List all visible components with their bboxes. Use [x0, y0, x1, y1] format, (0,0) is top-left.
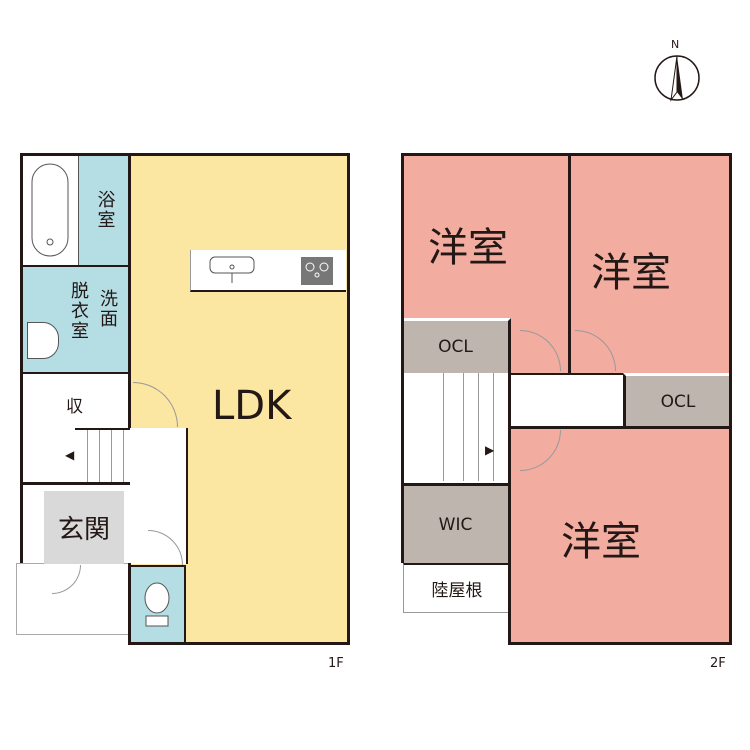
- closet-1-label: OCL: [438, 337, 473, 357]
- floor2-outline: [401, 153, 732, 485]
- flat-roof: 陸屋根: [403, 563, 511, 613]
- room-bath: 浴室: [78, 155, 130, 265]
- walk-in-closet[interactable]: WIC: [403, 483, 511, 563]
- western-1-label: 洋室: [428, 225, 508, 271]
- floor1-label: 1F: [328, 656, 344, 671]
- compass-arrow-icon: [654, 55, 700, 102]
- kitchen-counter: [190, 250, 346, 292]
- storage-label: 収: [66, 397, 83, 417]
- closet-1[interactable]: OCL: [403, 318, 511, 373]
- western-2-label: 洋室: [591, 250, 671, 296]
- floor2-label: 2F: [710, 656, 726, 671]
- room-entrance: 玄関: [22, 482, 130, 564]
- ldk-label: LDK: [212, 383, 292, 429]
- bathtub-icon: [31, 163, 69, 257]
- room-toilet: [130, 565, 186, 643]
- entrance-label: 玄関: [57, 515, 110, 545]
- room-storage: 収: [22, 372, 130, 428]
- stair-arrow-icon: ▶: [485, 443, 495, 457]
- bath-label: 浴室: [94, 190, 116, 230]
- stove-icon: [301, 257, 333, 285]
- entrance-floor: 玄関: [44, 491, 124, 564]
- room-washroom: 洗面 脱衣室: [22, 265, 130, 372]
- north-compass: N: [652, 38, 702, 104]
- closet-2-label: OCL: [660, 392, 696, 412]
- compass-label: N: [671, 38, 680, 51]
- washroom-label-b: 脱衣室: [68, 281, 89, 341]
- washbasin-icon: [27, 322, 59, 359]
- room-western-3: 洋室: [511, 426, 730, 643]
- stair-arrow-icon: ◀: [65, 448, 75, 462]
- washroom-label-a: 洗面: [97, 289, 118, 329]
- toilet-icon: [144, 582, 170, 627]
- closet-2[interactable]: OCL: [623, 373, 730, 428]
- bathtub-area: [22, 155, 78, 265]
- flat-roof-label: 陸屋根: [431, 581, 483, 601]
- western-3-label: 洋室: [561, 519, 641, 565]
- wic-label: WIC: [438, 514, 473, 535]
- sink-icon: [209, 256, 255, 283]
- staircase-2f[interactable]: ▶: [403, 373, 511, 483]
- floor1-outline: [20, 153, 350, 563]
